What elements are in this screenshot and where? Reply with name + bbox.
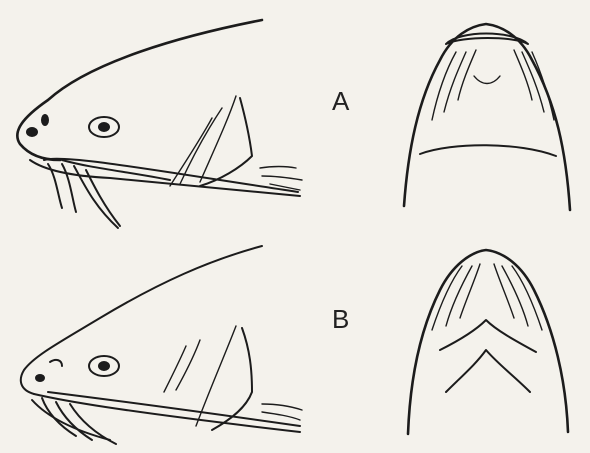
fish-head-ventral-b: [408, 250, 568, 434]
barbels-a: [44, 159, 298, 228]
fish-head-lateral-b: [21, 246, 302, 440]
fish-head-ventral-a: [404, 24, 570, 210]
eye-b: [89, 356, 119, 376]
fish-head-lateral-a: [17, 20, 302, 196]
nostril-a: [26, 114, 49, 137]
eye-a: [89, 117, 119, 137]
nostril-b: [35, 360, 62, 382]
panel-label-b: B: [332, 306, 349, 332]
panel-label-a: A: [332, 88, 349, 114]
barbels-b: [42, 392, 300, 444]
